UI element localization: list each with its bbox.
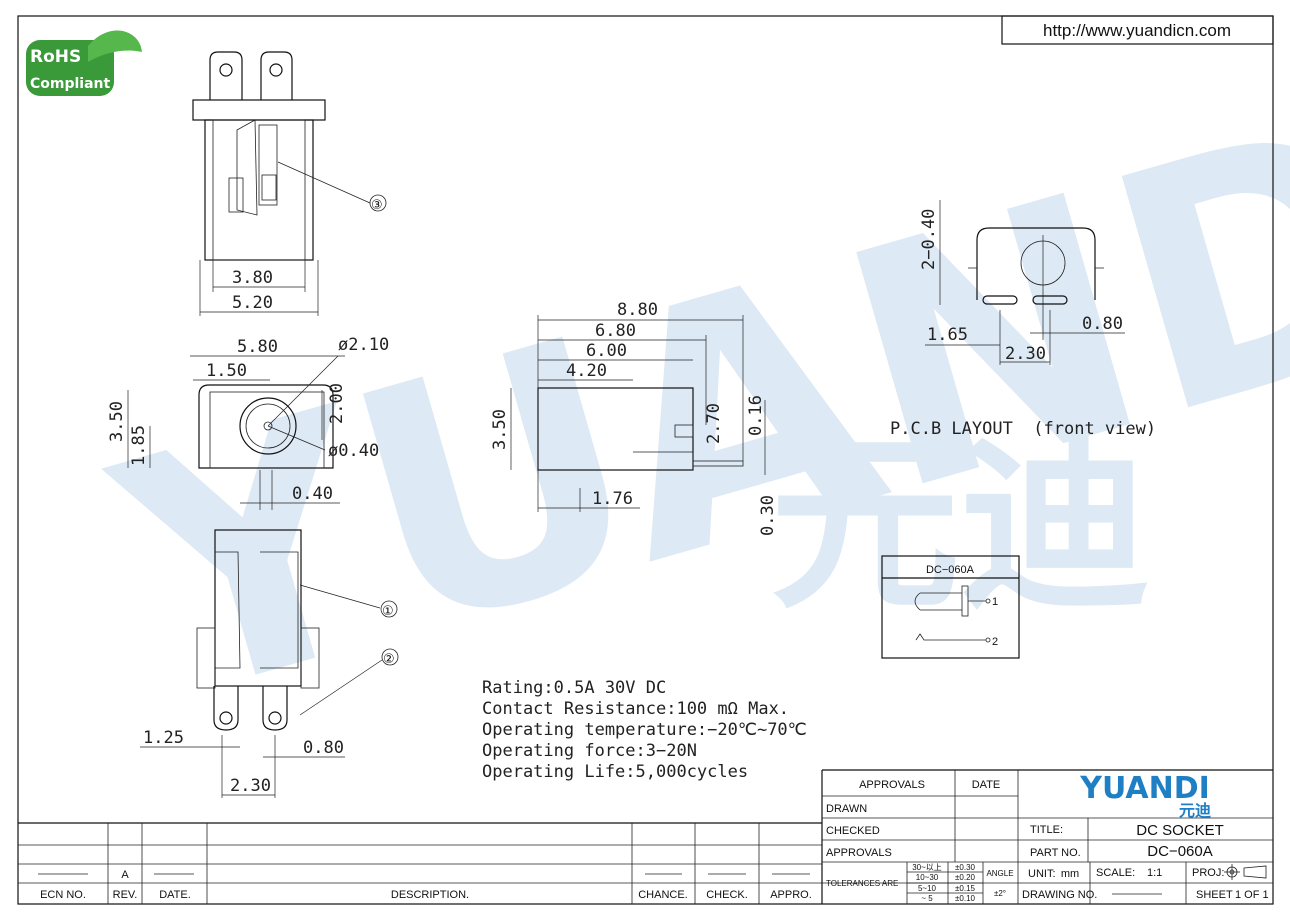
- schematic-title: DC−060A: [926, 564, 975, 576]
- date-header: DATE: [972, 779, 1001, 791]
- tol-value-4: ±0.10: [955, 894, 976, 903]
- dim-2-0-40: 2−0.40: [919, 209, 939, 270]
- hdr-appro: APPRO.: [770, 889, 812, 901]
- dim-3-80: 3.80: [232, 268, 273, 288]
- dim-2-30: 2.30: [230, 776, 271, 796]
- pin-1: 1: [992, 596, 998, 608]
- revision-table: A ECN NO. REV. DATE. DESCRIPTION. CHANCE…: [18, 770, 823, 904]
- watermark-text: YUANDI: [81, 12, 1290, 775]
- approvals-label: APPROVALS: [826, 847, 892, 859]
- dim-5-20: 5.20: [232, 293, 273, 313]
- dim-1-50: 1.50: [206, 361, 247, 381]
- proj-label: PROJ:: [1192, 867, 1224, 879]
- scale-label: SCALE:: [1096, 867, 1135, 879]
- spec-resistance: Contact Resistance:100 mΩ Max.: [482, 699, 789, 719]
- sheet-border: [17, 15, 1274, 905]
- schematic: DC−060A 1 2: [881, 555, 1020, 659]
- dim-0-16: 0.16: [746, 395, 766, 436]
- spec-life: Operating Life:5,000cycles: [482, 762, 748, 782]
- dim-4-20: 4.20: [566, 361, 607, 381]
- scale-value: 1:1: [1147, 867, 1162, 879]
- angle-value: ±2°: [994, 889, 1006, 898]
- yuandi-logo: YUANDI: [1079, 771, 1210, 806]
- dim-side-3-50: 3.50: [490, 409, 510, 450]
- dim-dia-0-40: ø0.40: [328, 441, 379, 461]
- dim-pcb-0-80: 0.80: [1082, 314, 1123, 334]
- part-label: PART NO.: [1030, 847, 1081, 859]
- dim-1-25: 1.25: [143, 728, 184, 748]
- hdr-change: CHANCE.: [638, 889, 688, 901]
- dim-0-40: 0.40: [292, 484, 333, 504]
- dim-6-00: 6.00: [586, 341, 627, 361]
- rohs-badge: RoHS Compliant: [26, 30, 142, 96]
- rohs-text: RoHS: [30, 47, 81, 67]
- hdr-ecn: ECN NO.: [40, 889, 86, 901]
- spec-list: Rating:0.5A 30V DC Contact Resistance:10…: [482, 678, 807, 782]
- approvals-header: APPROVALS: [859, 779, 925, 791]
- url-text[interactable]: http://www.yuandicn.com: [1043, 21, 1231, 40]
- callout-3: ③: [371, 198, 383, 213]
- part-value: DC−060A: [1147, 843, 1212, 860]
- angle-label: ANGLE: [986, 869, 1013, 878]
- drawing-no-label: DRAWING NO.: [1022, 889, 1097, 901]
- compliant-text: Compliant: [30, 76, 111, 92]
- leaf-icon: [88, 30, 142, 62]
- rev-value: A: [121, 869, 129, 881]
- title-label: TITLE:: [1030, 824, 1063, 836]
- drawn-label: DRAWN: [826, 803, 867, 815]
- spec-rating: Rating:0.5A 30V DC: [482, 678, 666, 698]
- spec-force: Operating force:3−20N: [482, 741, 697, 761]
- dim-2-70: 2.70: [704, 403, 724, 444]
- checked-label: CHECKED: [826, 825, 880, 837]
- unit-label: UNIT:: [1028, 868, 1056, 880]
- callout-1: ①: [382, 604, 394, 619]
- front-view: 5.80 1.50 3.50 1.85 2.00 0.40 ø2.10 ø0.4…: [107, 335, 389, 510]
- watermark-cjk: 元迪: [770, 414, 1150, 635]
- tol-range-3: 5~10: [918, 884, 937, 893]
- unit-value: mm: [1061, 868, 1079, 880]
- hdr-description: DESCRIPTION.: [391, 889, 469, 901]
- side-view: 8.80 6.80 6.00 4.20 3.50 2.70 0.16 1.76 …: [490, 300, 778, 536]
- url-box: [1001, 15, 1274, 45]
- pcb-caption: P.C.B LAYOUT (front view): [890, 419, 1156, 439]
- tol-value-2: ±0.20: [955, 873, 976, 882]
- spec-temperature: Operating temperature:−20℃~70℃: [482, 720, 807, 740]
- hdr-rev: REV.: [113, 889, 138, 901]
- bottom-view: ① ② 1.25 0.80 2.30: [140, 529, 399, 798]
- dim-0-80: 0.80: [303, 738, 344, 758]
- sheet-value: 1 OF 1: [1235, 889, 1269, 901]
- callout-2: ②: [383, 652, 395, 667]
- dim-1-85: 1.85: [129, 425, 149, 466]
- dim-1-76: 1.76: [592, 489, 633, 509]
- sheet-label: SHEET: [1196, 889, 1233, 901]
- tol-range-4: ~ 5: [921, 894, 933, 903]
- dim-5-80: 5.80: [237, 337, 278, 357]
- hdr-date: DATE.: [159, 889, 191, 901]
- tol-range-1: 30~以上: [912, 863, 942, 872]
- pin-2: 2: [992, 636, 998, 648]
- tol-range-2: 10~30: [916, 873, 939, 882]
- hdr-check: CHECK.: [706, 889, 748, 901]
- dim-6-80: 6.80: [595, 321, 636, 341]
- watermark: YUANDI 元迪: [81, 12, 1290, 775]
- yuandi-logo-cjk: 元迪: [1179, 801, 1211, 820]
- dim-0-30: 0.30: [758, 495, 778, 536]
- title-value: DC SOCKET: [1136, 822, 1224, 839]
- top-view: ③ 3.80 5.20: [192, 51, 387, 316]
- title-block: APPROVALS DATE DRAWN CHECKED APPROVALS T…: [822, 769, 1273, 904]
- dim-2-00: 2.00: [327, 383, 347, 424]
- tol-value-3: ±0.15: [955, 884, 976, 893]
- projection-icon: [1224, 864, 1267, 880]
- dim-8-80: 8.80: [617, 300, 658, 320]
- pcb-layout: 2−0.40 1.65 0.80 2.30 P.C.B LAYOUT (fron…: [890, 200, 1156, 439]
- tol-value-1: ±0.30: [955, 863, 976, 872]
- tolerances-label: TOLERANCES ARE: [826, 879, 898, 888]
- dim-1-65: 1.65: [927, 325, 968, 345]
- dim-dia-2-10: ø2.10: [338, 335, 389, 355]
- dim-pcb-2-30: 2.30: [1005, 344, 1046, 364]
- dim-3-50: 3.50: [107, 401, 127, 442]
